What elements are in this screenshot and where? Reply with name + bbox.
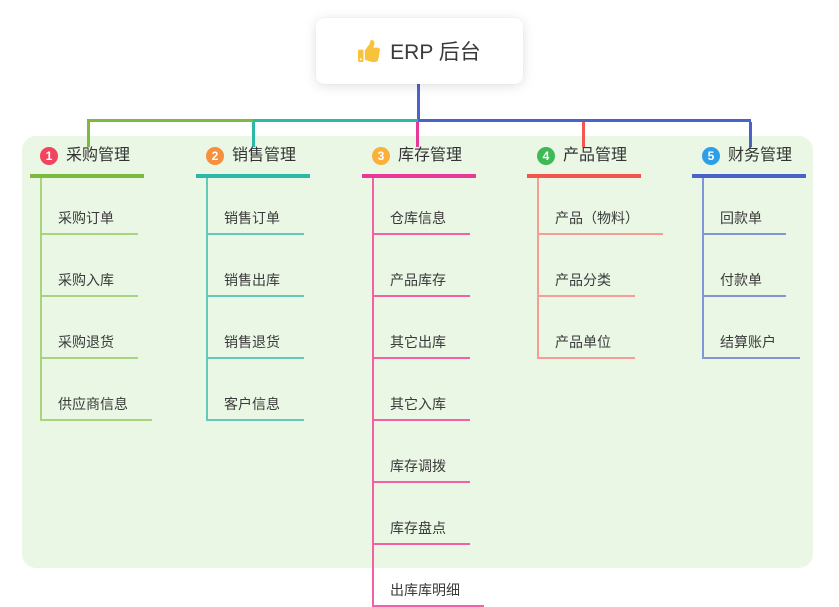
branch5-drop-line (749, 122, 752, 147)
child-node-label: 产品单位 (555, 334, 611, 350)
branch-number-badge: 5 (702, 147, 720, 165)
child-node-label: 库存调拨 (390, 458, 446, 474)
child-node-label: 结算账户 (720, 334, 776, 350)
child-node[interactable]: 出库库明细 (374, 545, 484, 607)
child-node-label: 销售出库 (224, 272, 280, 288)
branch-number-badge: 1 (40, 147, 58, 165)
connector-bus-middle (253, 119, 418, 122)
branch-column: 3 库存管理 仓库信息产品库存其它出库其它入库库存调拨库存盘点出库库明细 (362, 146, 484, 607)
child-node[interactable]: 采购订单 (42, 178, 138, 235)
child-node-label: 仓库信息 (390, 210, 446, 226)
child-node[interactable]: 供应商信息 (42, 359, 152, 421)
branch3-drop-line (416, 122, 419, 147)
branch-node-label: 产品管理 (563, 147, 628, 164)
root-node-label: ERP 后台 (390, 41, 481, 64)
child-node-label: 出库库明细 (390, 582, 460, 598)
child-node[interactable]: 产品库存 (374, 235, 470, 297)
branch-node-label: 销售管理 (232, 147, 297, 164)
child-node[interactable]: 产品（物料） (539, 178, 663, 235)
branch-node[interactable]: 4 产品管理 (527, 146, 642, 178)
branch2-drop-line (252, 122, 255, 147)
branch-column: 2 销售管理 销售订单销售出库销售退货客户信息 (196, 146, 311, 421)
branch-node-label: 采购管理 (66, 147, 131, 164)
child-node-label: 其它入库 (390, 396, 446, 412)
branch4-drop-line (582, 122, 585, 147)
branch-node[interactable]: 2 销售管理 (196, 146, 311, 178)
child-node-label: 其它出库 (390, 334, 446, 350)
branch-number-badge: 3 (372, 147, 390, 165)
branch-node[interactable]: 3 库存管理 (362, 146, 477, 178)
branch-node-label: 库存管理 (398, 147, 463, 164)
branch-number-badge: 4 (537, 147, 555, 165)
child-node[interactable]: 付款单 (704, 235, 786, 297)
root-connector-line (417, 84, 420, 120)
branch-children: 产品（物料） 产品分类产品单位 (537, 178, 663, 359)
child-node[interactable]: 客户信息 (208, 359, 304, 421)
child-node[interactable]: 库存盘点 (374, 483, 470, 545)
thumbs-up-icon (358, 40, 381, 62)
branch-node-label: 财务管理 (728, 147, 793, 164)
child-node[interactable]: 采购入库 (42, 235, 138, 297)
child-node[interactable]: 仓库信息 (374, 178, 470, 235)
child-node-label: 客户信息 (224, 396, 280, 412)
child-node[interactable]: 其它出库 (374, 297, 470, 359)
child-node-label: 采购退货 (58, 334, 114, 350)
child-node[interactable]: 销售订单 (208, 178, 304, 235)
branch-column: 5 财务管理 回款单付款单结算账户 (692, 146, 807, 359)
child-node[interactable]: 回款单 (704, 178, 786, 235)
branch1-drop-line (87, 122, 90, 147)
child-node[interactable]: 其它入库 (374, 359, 470, 421)
branch-children: 仓库信息产品库存其它出库其它入库库存调拨库存盘点出库库明细 (372, 178, 484, 607)
branch-children: 回款单付款单结算账户 (702, 178, 800, 359)
child-node-label: 库存盘点 (390, 520, 446, 536)
child-node-label: 供应商信息 (58, 396, 128, 412)
child-node[interactable]: 结算账户 (704, 297, 800, 359)
child-node-label: 销售订单 (224, 210, 280, 226)
branch-node[interactable]: 1 采购管理 (30, 146, 145, 178)
child-node[interactable]: 产品分类 (539, 235, 635, 297)
connector-bus-right (418, 119, 751, 122)
child-node-label: 付款单 (720, 272, 762, 288)
child-node-label: 产品分类 (555, 272, 611, 288)
root-node[interactable]: ERP 后台 (316, 18, 523, 84)
child-node[interactable]: 销售退货 (208, 297, 304, 359)
child-node-label: 采购订单 (58, 210, 114, 226)
branch-number-badge: 2 (206, 147, 224, 165)
child-node-label: 产品（物料） (555, 210, 639, 226)
connector-bus-left (87, 119, 253, 122)
child-node-label: 采购入库 (58, 272, 114, 288)
child-node[interactable]: 销售出库 (208, 235, 304, 297)
child-node[interactable]: 采购退货 (42, 297, 138, 359)
branch-children: 销售订单销售出库销售退货客户信息 (206, 178, 304, 421)
branch-node[interactable]: 5 财务管理 (692, 146, 807, 178)
child-node[interactable]: 产品单位 (539, 297, 635, 359)
branch-column: 1 采购管理 采购订单采购入库采购退货供应商信息 (30, 146, 152, 421)
branch-children: 采购订单采购入库采购退货供应商信息 (40, 178, 152, 421)
child-node[interactable]: 库存调拨 (374, 421, 470, 483)
branch-column: 4 产品管理 产品（物料） 产品分类产品单位 (527, 146, 663, 359)
child-node-label: 产品库存 (390, 272, 446, 288)
child-node-label: 回款单 (720, 210, 762, 226)
branches-panel (22, 136, 813, 568)
child-node-label: 销售退货 (224, 334, 280, 350)
